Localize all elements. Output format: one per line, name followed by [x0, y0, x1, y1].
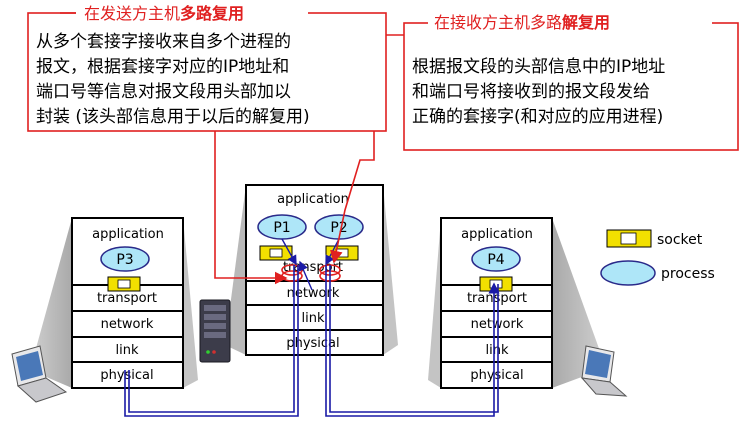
callout-right-title: 在接收方主机多路解复用 [434, 13, 610, 32]
callout-left-line-1: 从多个套接字接收来自多个进程的 [36, 32, 291, 52]
right-fan-left [428, 218, 441, 388]
process-p1-label: P1 [273, 220, 290, 236]
callout-right-frame [403, 22, 739, 151]
laptop-icon-left [11, 345, 68, 403]
callout-left: 在发送方主机多路复用 从多个套接字接收来自多个进程的 报文，根据套接字对应的IP… [27, 3, 387, 132]
callout-left-line-2: 报文，根据套接字对应的IP地址和 [36, 57, 289, 77]
callout-right-line-3: 正确的套接字(和对应的应用进程) [412, 107, 663, 127]
laptop-icon-right [580, 345, 628, 397]
path-center-to-right [325, 265, 500, 417]
legend-process-label: process [661, 266, 715, 282]
path-left-to-center [124, 265, 299, 417]
legend-socket-label: socket [657, 232, 703, 248]
left-link-label: link [116, 343, 139, 358]
path-center-to-right-2 [329, 265, 499, 413]
left-host-stack: application P3 transport network link ph… [71, 217, 184, 389]
center-fan-right [383, 185, 398, 355]
center-stack-frame [245, 184, 384, 356]
right-app-label: application [461, 227, 533, 242]
callout-left-line-3: 端口号等信息对报文段用头部加以 [36, 82, 291, 102]
center-app-label: application [277, 192, 349, 207]
right-fan [552, 218, 606, 388]
callout-left-pointer [214, 130, 288, 285]
callout-right: 在接收方主机多路解复用 根据报文段的头部信息中的IP地址 和端口号将接收到的报文… [403, 11, 739, 151]
server-icon [199, 299, 231, 363]
callout-left-line-4: 封装 (该头部信息用于以后的解复用) [36, 107, 310, 127]
center-transport-label: transport [283, 260, 343, 275]
right-physical-label: physical [470, 368, 523, 383]
process-p3-label: P3 [116, 252, 133, 268]
process-p4-label: P4 [487, 252, 504, 268]
left-physical-label: physical [100, 368, 153, 383]
process-p3 [100, 246, 150, 272]
left-app-label: application [92, 227, 164, 242]
process-p2-label: P2 [330, 220, 347, 236]
legend-process-swatch [600, 260, 656, 286]
left-fan [30, 218, 72, 388]
legend: socket process [600, 229, 715, 286]
right-transport-label: transport [467, 291, 527, 306]
left-transport-label: transport [97, 291, 157, 306]
callout-right-line-1: 根据报文段的头部信息中的IP地址 [412, 57, 665, 77]
left-network-label: network [101, 317, 154, 332]
callout-right-line-2: 和端口号将接收到的报文段发给 [412, 82, 650, 102]
callout-left-title: 在发送方主机多路复用 [84, 4, 244, 23]
left-fan-right [183, 218, 198, 388]
network-paths [124, 265, 500, 417]
right-host-stack: application P4 transport network link ph… [440, 217, 553, 389]
path-left-to-center-2 [128, 265, 295, 413]
center-host-stack: application P1 P2 transport network link… [245, 184, 384, 356]
process-p4 [471, 246, 521, 272]
center-link-label: link [302, 311, 325, 326]
